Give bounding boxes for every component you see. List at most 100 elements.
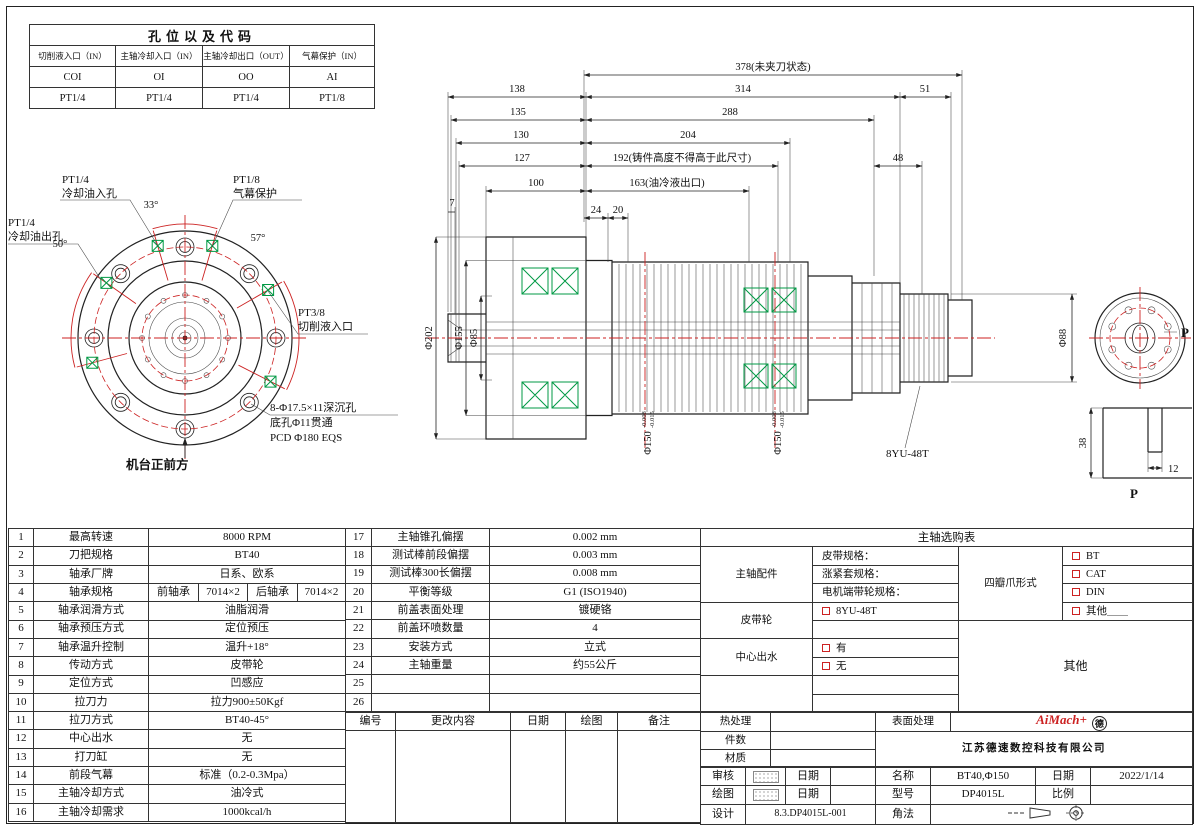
detail-extensions bbox=[1091, 407, 1163, 479]
dim-130: 130 bbox=[513, 130, 529, 141]
spec-name: 主轴重量 bbox=[371, 656, 490, 676]
dim-dia202: Φ202 bbox=[424, 326, 435, 349]
spec-value: 1000kcal/h bbox=[148, 802, 346, 823]
port-in-label-2: 冷却油入孔 bbox=[62, 186, 117, 200]
pulley-leader bbox=[904, 385, 921, 449]
checkbox bbox=[822, 661, 830, 670]
date-value: 2022/1/14 bbox=[1090, 766, 1193, 787]
spec-name: 轴承规格 bbox=[33, 582, 149, 603]
angle-50: 50° bbox=[53, 239, 68, 250]
hole-thread-cell: PT1/4 bbox=[115, 87, 203, 109]
detail-p-label: P bbox=[1130, 486, 1138, 501]
table-row: 件数 江苏德速数控科技有限公司 bbox=[700, 730, 1193, 767]
spec-no: 11 bbox=[8, 711, 34, 731]
name-value: BT40,Φ150 bbox=[930, 766, 1036, 787]
port-marks bbox=[86, 239, 277, 388]
table-row: 孔位以及代码 bbox=[28, 24, 376, 46]
angle-57: 57° bbox=[251, 233, 266, 244]
option-din: DIN bbox=[1062, 583, 1193, 603]
spec-no: 17 bbox=[345, 527, 372, 548]
spec-rear-bearing-label: 后轴承 bbox=[247, 582, 298, 603]
rev-header: 绘图 bbox=[565, 711, 618, 732]
spec-name: 定位方式 bbox=[33, 674, 149, 694]
dim-48: 48 bbox=[893, 153, 904, 164]
spec-name: 中心出水 bbox=[33, 729, 149, 749]
hole-header-cell: 切削液入口（IN） bbox=[29, 45, 116, 67]
spec-name: 拉刀方式 bbox=[33, 711, 149, 731]
accessories-label: 主轴配件 bbox=[700, 546, 813, 603]
spec-name: 刀把规格 bbox=[33, 546, 149, 566]
table-row: 涨紧套规格： CAT bbox=[701, 564, 1193, 585]
rev-header: 日期 bbox=[510, 711, 566, 732]
table-row: 绘图 日期 型号 DP4015L 比例 bbox=[700, 785, 1193, 805]
dim-38: 38 bbox=[1078, 438, 1089, 449]
spec-value: 0.008 mm bbox=[489, 564, 701, 584]
dim-dia150-rear: Φ150 bbox=[773, 431, 784, 454]
stamp-box bbox=[752, 789, 779, 802]
model-label: 型号 bbox=[875, 785, 931, 805]
spec-no: 14 bbox=[8, 766, 34, 786]
spec-value: 标准（0.2-0.3Mpa） bbox=[148, 766, 346, 786]
spec-name: 前盖环喷数量 bbox=[371, 619, 490, 639]
spec-no: 5 bbox=[8, 601, 34, 621]
spec-no: 4 bbox=[8, 582, 34, 603]
spec-rear-bearing-value: 7014×2 bbox=[297, 582, 346, 603]
option-label: DIN bbox=[1086, 587, 1105, 599]
dim-192: 192(铸件高度不得高于此尺寸) bbox=[613, 151, 752, 164]
table-row: 热处理 表面处理 AiMach+德 bbox=[700, 712, 1193, 732]
dim-dia150-front-tol-upper: -0.008 bbox=[641, 411, 648, 428]
quantity-value bbox=[770, 730, 876, 751]
spec-no: 12 bbox=[8, 729, 34, 749]
spec-name: 测试棒前段偏摆 bbox=[371, 546, 490, 566]
rev-empty-cell bbox=[565, 730, 618, 824]
hole-thread-cell: PT1/8 bbox=[288, 87, 376, 109]
spec-no: 23 bbox=[345, 637, 372, 658]
angle-33: 33° bbox=[144, 200, 159, 211]
option-label: 无 bbox=[836, 660, 847, 672]
dim-dia150-front: Φ150 bbox=[643, 431, 654, 454]
option-other: 其他＿＿ bbox=[1062, 601, 1193, 621]
company-logo-text: AiMach+ bbox=[1036, 712, 1087, 727]
spec-no: 3 bbox=[8, 564, 34, 584]
table-row: 切削液入口（IN） 主轴冷却入口（IN） 主轴冷却出口（OUT） 气幕保护（IN… bbox=[29, 45, 376, 67]
dim-24: 24 bbox=[591, 205, 602, 216]
table-row: 主轴选购表 bbox=[700, 527, 1193, 548]
dim-dia85: Φ85 bbox=[469, 329, 480, 347]
dim-163: 163(油冷液出口) bbox=[629, 176, 705, 189]
checkbox bbox=[1072, 606, 1080, 615]
front-view: PT1/4 冷却油入孔 PT1/8 气幕保护 PT1/4 冷却油出孔 PT3/8… bbox=[8, 174, 398, 472]
rear-view: P bbox=[1089, 287, 1191, 389]
checkbox bbox=[822, 643, 830, 652]
option-bt: BT bbox=[1062, 546, 1193, 566]
table-row bbox=[701, 693, 1193, 713]
other-section-label: 其他 bbox=[958, 619, 1193, 713]
draw-date-value bbox=[830, 785, 876, 805]
dim-dia88: Φ88 bbox=[1058, 329, 1069, 347]
draw-label: 绘图 bbox=[700, 785, 746, 805]
spec-name: 轴承预压方式 bbox=[33, 619, 149, 639]
table-row: 审核 日期 名称 BT40,Φ150 日期 2022/1/14 bbox=[700, 766, 1193, 787]
screw-pcd-circle bbox=[141, 294, 229, 382]
spec-no: 25 bbox=[345, 674, 372, 694]
material-value bbox=[770, 749, 876, 767]
option-label: CAT bbox=[1086, 568, 1106, 580]
spec-value: 8000 RPM bbox=[148, 527, 346, 548]
extension-lines bbox=[436, 70, 1177, 440]
spec-no: 19 bbox=[345, 564, 372, 584]
table-row bbox=[345, 730, 701, 824]
spec-no: 18 bbox=[345, 546, 372, 566]
shaft-lines bbox=[447, 319, 900, 357]
spec-front-bearing-label: 前轴承 bbox=[148, 582, 199, 603]
